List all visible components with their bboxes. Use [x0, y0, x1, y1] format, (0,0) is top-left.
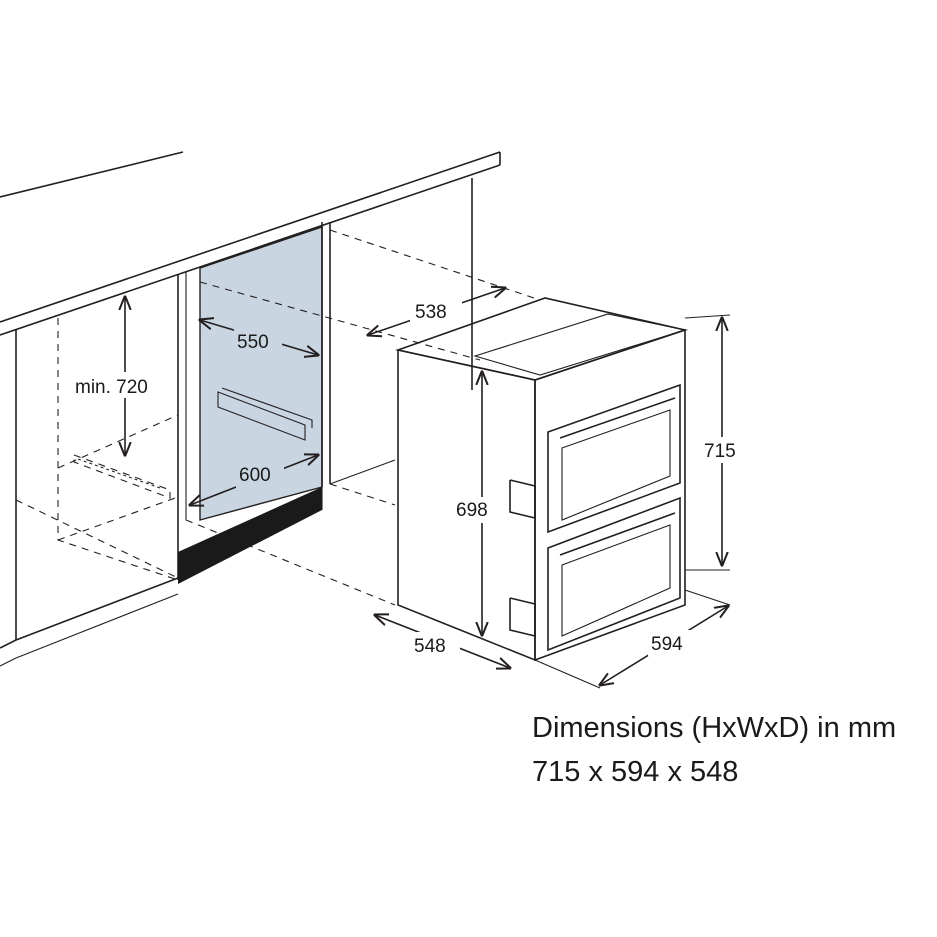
label-niche-width: 600 [239, 465, 271, 486]
label-niche-depth: 550 [237, 332, 269, 353]
oven-dimension-arrows [368, 288, 730, 689]
label-cabinet-depth: 538 [415, 302, 447, 323]
label-oven-depth: 548 [414, 636, 446, 657]
label-oven-height-total: 715 [704, 441, 736, 462]
right-cabinet [321, 178, 473, 510]
oven [395, 297, 688, 662]
label-oven-width: 594 [651, 634, 683, 655]
niche-back-panel [178, 226, 323, 584]
label-oven-height-body: 698 [456, 500, 488, 521]
worktop [0, 151, 501, 336]
dimensions-title: Dimensions (HxWxD) in mm [532, 712, 897, 744]
left-cabinet [0, 272, 187, 667]
label-niche-height: min. 720 [75, 377, 148, 398]
dimensions-values: 715 x 594 x 548 [532, 756, 739, 788]
plinth [178, 487, 322, 584]
